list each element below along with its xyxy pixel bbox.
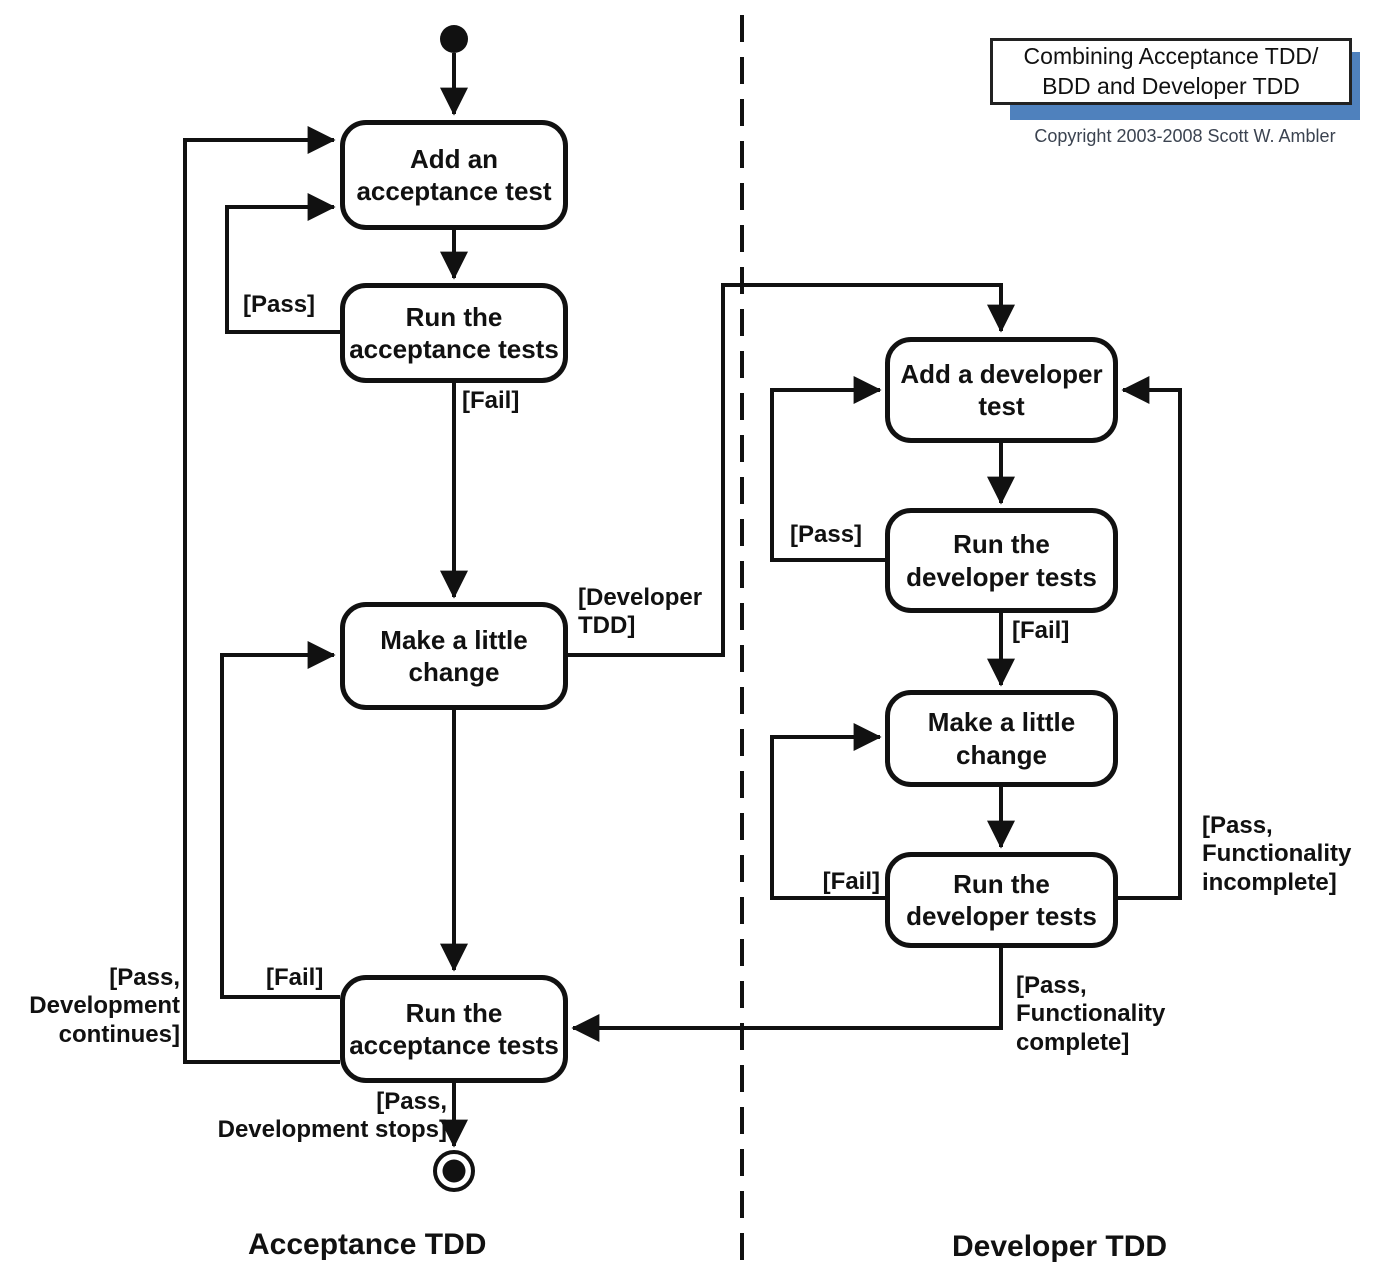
copyright-text: Copyright 2003-2008 Scott W. Ambler (1034, 126, 1336, 146)
guard-fail-developer: [Fail] (1012, 617, 1070, 644)
guard-pass-functionality-complete: [Pass, Functionality complete] (1016, 972, 1166, 1056)
activity-run-developer-tests-bottom: Run the developer tests (885, 852, 1118, 948)
activity-add-acceptance-test: Add an acceptance test (340, 120, 568, 230)
edge-fail-loop-to-make-change-right (770, 723, 885, 900)
activity-add-developer-test: Add a developer test (885, 337, 1118, 443)
edge-developer-tdd-to-add-developer-test (568, 283, 1015, 657)
edge-pass-functionality-incomplete-loop (1118, 376, 1182, 900)
guard-fail-acceptance-bottom: [Fail] (266, 964, 324, 991)
end-node-inner-dot (442, 1159, 466, 1183)
guard-pass-development-stops: [Pass, Development stops] (217, 1088, 447, 1144)
edge-pass-functionality-complete-to-run-acceptance (571, 948, 1003, 1042)
guard-pass-developer: [Pass] (790, 521, 863, 548)
lane-label-developer-tdd: Developer TDD (952, 1230, 1168, 1263)
edge-pass-development-continues-loop (183, 126, 340, 1064)
guard-fail-developer-bottom: [Fail] (822, 868, 880, 895)
lane-label-acceptance-tdd: Acceptance TDD (248, 1228, 487, 1261)
guard-developer-tdd: [Developer TDD] (578, 584, 703, 640)
guard-pass-functionality-incomplete: [Pass, Functionality incomplete] (1202, 812, 1352, 896)
activity-make-little-change-right: Make a little change (885, 690, 1118, 787)
guard-fail-acceptance: [Fail] (462, 387, 520, 414)
diagram-title: Combining Acceptance TDD/ BDD and Develo… (990, 38, 1352, 105)
activity-make-little-change-left: Make a little change (340, 602, 568, 710)
start-node (440, 25, 468, 53)
activity-run-developer-tests-top: Run the developer tests (885, 508, 1118, 613)
edge-pass-loop-to-add-developer-test (770, 376, 885, 562)
activity-run-acceptance-tests-top: Run the acceptance tests (340, 283, 568, 383)
activity-run-acceptance-tests-bottom: Run the acceptance tests (340, 975, 568, 1083)
edge-fail-loop-to-make-change-left (220, 641, 340, 999)
guard-pass-development-continues: [Pass, Development continues] (29, 964, 180, 1048)
edge-pass-loop-to-add-acceptance-test (225, 193, 340, 334)
guard-pass-acceptance: [Pass] (243, 291, 316, 318)
